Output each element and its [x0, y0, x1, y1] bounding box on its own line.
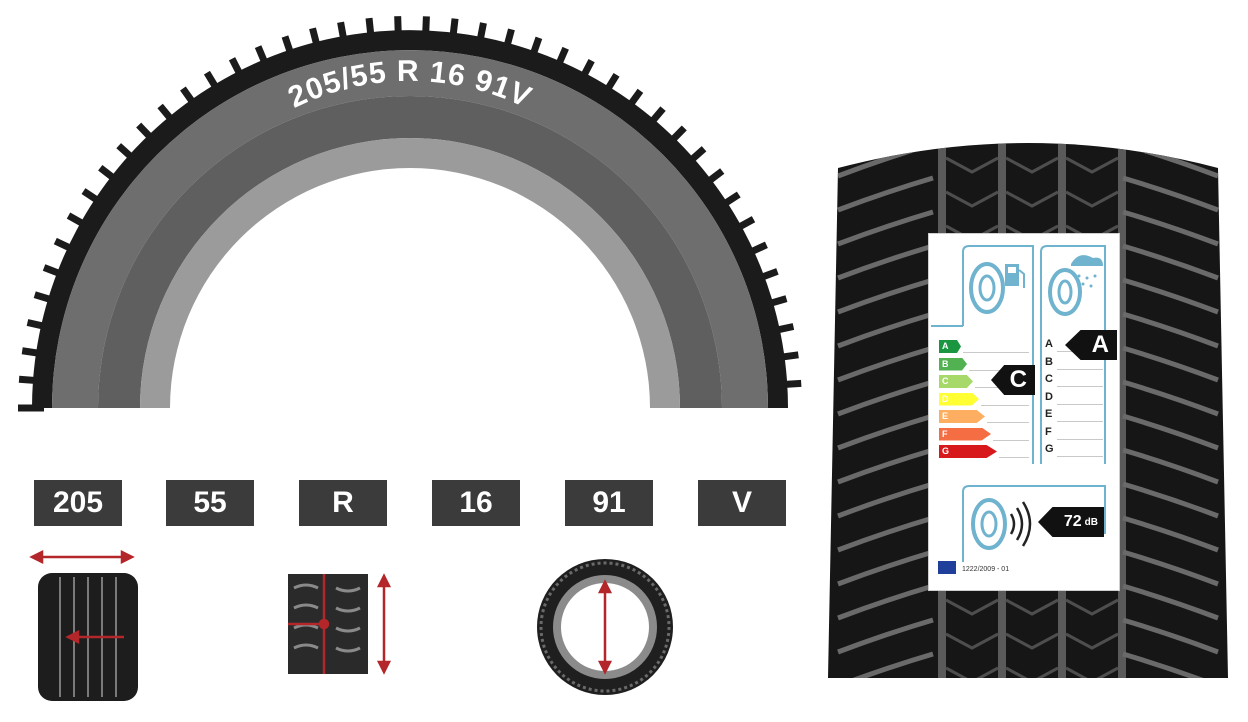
- fuel-efficiency-icon: [969, 262, 1025, 314]
- wet-grip-icon: [1048, 255, 1103, 316]
- width-arrow-icon: [29, 549, 135, 645]
- rim-diameter-illustration: [537, 559, 673, 695]
- sidewall-dark-band: [98, 96, 722, 408]
- sidewall-inner-band: [140, 138, 680, 408]
- fuel-grade-line: [981, 404, 1029, 406]
- fuel-grade-line: [993, 439, 1029, 441]
- fuel-grade-line: [963, 352, 1029, 353]
- wet-grade-g: G: [1045, 443, 1054, 455]
- wet-grade-e: E: [1045, 408, 1053, 420]
- code-rim-diameter-box: 16: [432, 480, 520, 526]
- fuel-grade-a: A: [939, 340, 961, 353]
- fuel-grade-b: B: [939, 357, 967, 371]
- wet-grade-c: C: [1045, 373, 1053, 385]
- fuel-grade-line: [969, 369, 1029, 371]
- width-measure-illustration: [29, 549, 138, 701]
- wet-grade-line: [1057, 456, 1103, 457]
- code-width-box: 205: [34, 480, 122, 526]
- code-speed-rating-box: V: [698, 480, 786, 526]
- wet-grade-d: D: [1045, 390, 1053, 403]
- height-arrow-icon: [288, 573, 392, 675]
- fuel-grade-e: E: [939, 410, 985, 423]
- wet-grade-line: [1057, 421, 1103, 422]
- label-frame: [931, 245, 1106, 562]
- fuel-grade-line: [987, 422, 1029, 423]
- wet-grade-line: [1057, 386, 1103, 387]
- fuel-grade-c: C: [939, 375, 973, 388]
- eu-flag-icon: [938, 561, 956, 574]
- sidewall-height-illustration: [288, 573, 392, 675]
- noise-rating: 72 dB: [1038, 507, 1104, 537]
- noise-unit: dB: [1084, 516, 1098, 528]
- sidewall-main-band: [52, 50, 768, 408]
- code-construction-box: R: [299, 480, 387, 526]
- code-load-index-box: 91: [565, 480, 653, 526]
- wet-grade-b: B: [1045, 355, 1053, 368]
- wet-grade-line: [1057, 403, 1103, 405]
- fuel-grade-g: G: [939, 445, 997, 458]
- code-aspect-ratio-box: 55: [166, 480, 254, 526]
- noise-value: 72: [1063, 513, 1082, 530]
- fuel-grade-d: D: [939, 392, 979, 406]
- wet-grade-line: [1057, 438, 1103, 440]
- regulation-number: 1222/2009 - 01: [962, 566, 1010, 573]
- noise-icon: [971, 498, 1032, 550]
- fuel-grade-f: F: [939, 427, 991, 441]
- wet-grade-line: [1057, 368, 1103, 370]
- fuel-grade-line: [999, 457, 1029, 458]
- wet-grade-a: A: [1045, 338, 1053, 350]
- diameter-arrow-icon: [597, 579, 613, 675]
- wet-grade-f: F: [1045, 425, 1052, 438]
